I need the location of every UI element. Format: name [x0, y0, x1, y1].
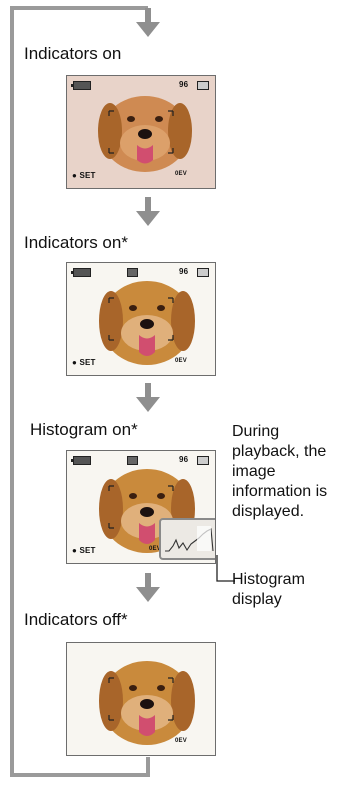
dog-photo — [67, 263, 215, 375]
loop-line-top — [10, 6, 148, 10]
loop-line-bottom — [10, 773, 148, 777]
memory-card-icon — [197, 268, 209, 277]
shot-count: 96 — [179, 267, 189, 276]
memory-card-icon — [197, 81, 209, 90]
dog-photo — [67, 76, 215, 188]
battery-icon — [71, 81, 91, 90]
mode-icon — [127, 456, 138, 465]
histogram-graph — [165, 526, 214, 552]
battery-icon — [71, 456, 91, 465]
camera-screen-4: 0EV — [66, 642, 216, 756]
ev-indicator: 0EV — [175, 738, 187, 744]
mode-icon — [127, 268, 138, 277]
step-label: Histogram on* — [30, 420, 138, 439]
camera-screen-3: 96 ● SET 0EV — [66, 450, 216, 564]
memory-card-icon — [197, 456, 209, 465]
af-frame-icon — [108, 110, 174, 154]
arrow-down-icon — [136, 573, 160, 603]
step-label: Indicators on* — [24, 233, 128, 252]
battery-icon — [71, 268, 91, 277]
histogram-display — [159, 518, 215, 560]
loop-line-left — [10, 6, 14, 777]
arrow-down-icon — [136, 8, 160, 38]
histogram-callout-line — [216, 555, 235, 582]
step-label: Indicators on — [24, 44, 122, 63]
arrow-down-icon — [136, 383, 160, 413]
af-frame-icon — [108, 677, 174, 721]
histogram-note: Histogram display — [232, 571, 305, 608]
arrow-down-icon — [136, 197, 160, 227]
shot-count: 96 — [179, 80, 189, 89]
ev-indicator: 0EV — [175, 171, 187, 177]
set-indicator: ● SET — [72, 546, 96, 555]
ev-indicator: 0EV — [175, 358, 187, 364]
step-label: Indicators off* — [24, 610, 128, 629]
set-indicator: ● SET — [72, 171, 96, 180]
dog-photo — [67, 643, 215, 755]
loop-line-bottom-up — [146, 757, 150, 777]
ev-indicator: 0EV — [149, 546, 161, 552]
camera-screen-1: 96 ● SET 0EV — [66, 75, 216, 189]
set-indicator: ● SET — [72, 358, 96, 367]
shot-count: 96 — [179, 455, 189, 464]
af-frame-icon — [108, 297, 174, 341]
playback-note: During playback, the image information i… — [232, 423, 328, 520]
camera-screen-2: 96 ● SET 0EV — [66, 262, 216, 376]
